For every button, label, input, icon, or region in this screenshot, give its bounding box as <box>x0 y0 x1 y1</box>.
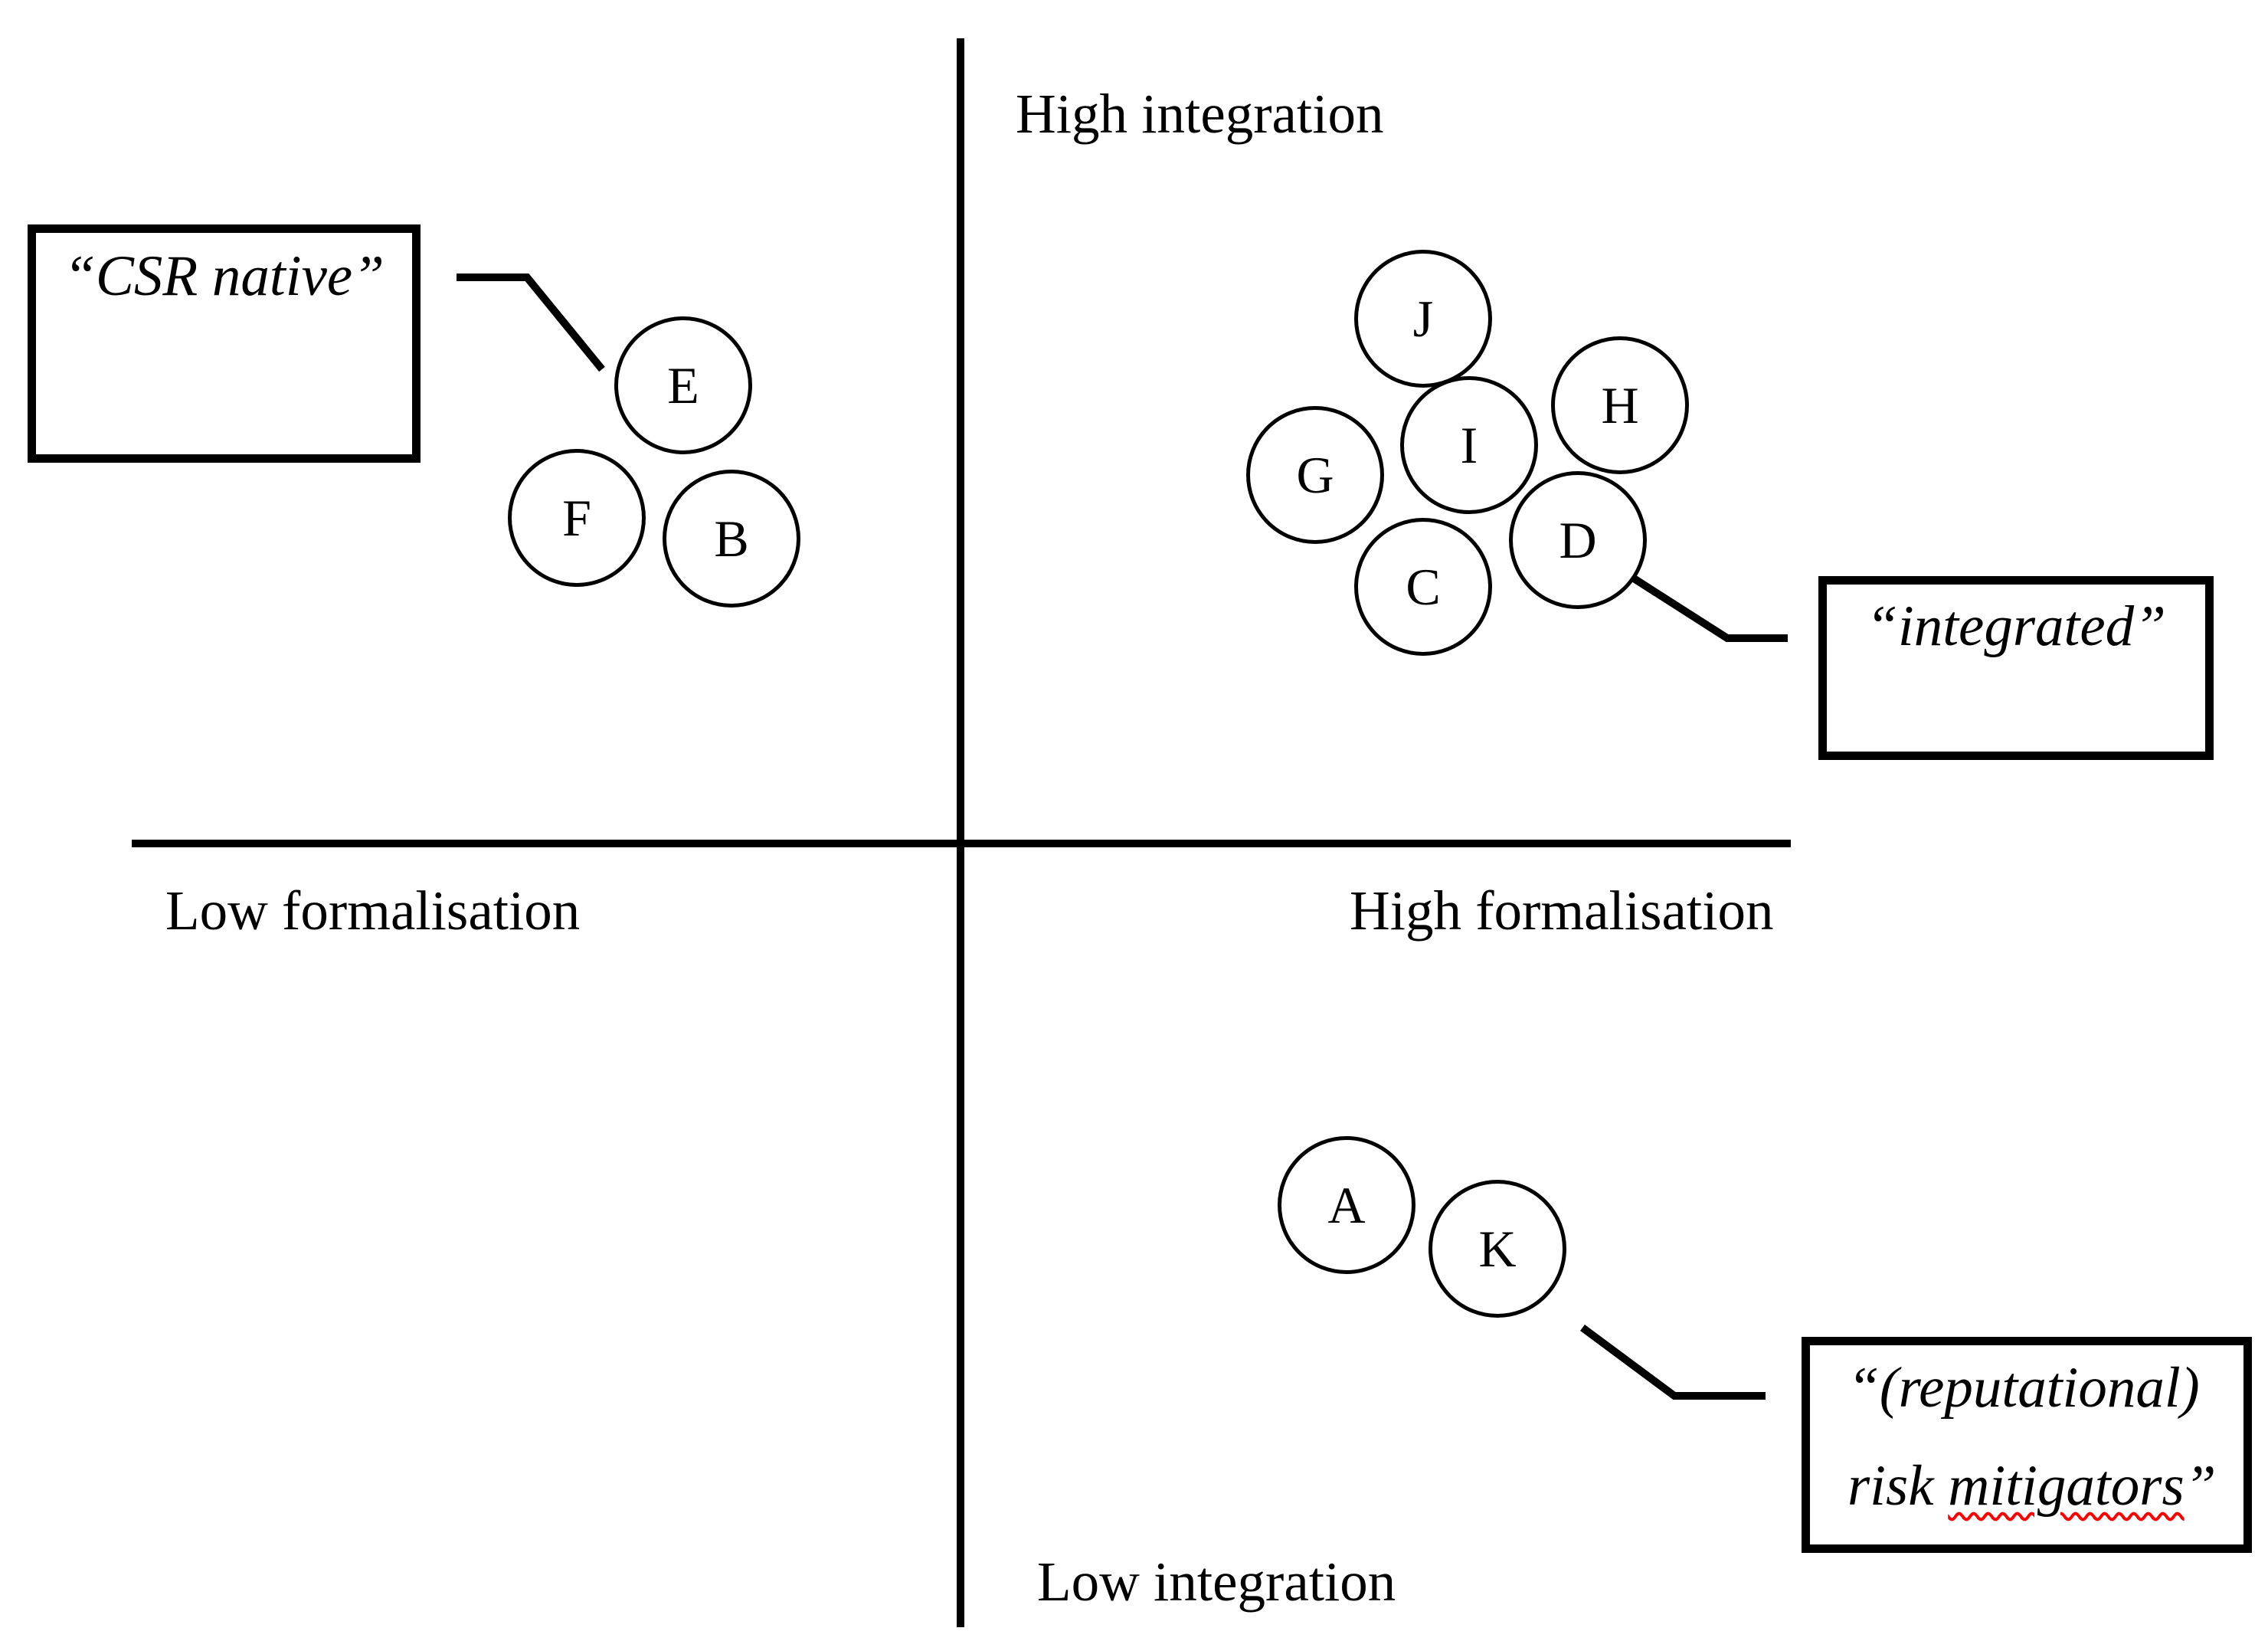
annotation-line2: risk mitigators” <box>1847 1454 2217 1518</box>
node-circle-g: G <box>1246 406 1384 544</box>
axis-label-high-integration: High integration <box>1016 83 1384 145</box>
callout-line-integrated <box>1631 575 1788 642</box>
node-circle-h: H <box>1551 336 1689 474</box>
annotation-label-csr-native: “CSR native” <box>64 244 385 308</box>
vertical-axis-line <box>957 38 964 1627</box>
node-circle-k: K <box>1429 1180 1566 1318</box>
horizontal-axis-line <box>132 840 1791 847</box>
annotation-label-risk-mitigators: “(reputational) risk mitigators” <box>1847 1339 2243 1535</box>
axis-label-low-formalisation: Low formalisation <box>165 879 581 942</box>
annotation-box-integrated: “integrated” <box>1818 576 2214 760</box>
spellcheck-underlined-word: mitigators <box>1948 1454 2185 1518</box>
node-circle-d: D <box>1509 471 1647 609</box>
annotation-box-csr-native: “CSR native” <box>28 224 421 463</box>
annotation-line1: “(reputational) <box>1847 1356 2200 1420</box>
node-circle-f: F <box>508 449 646 587</box>
annotation-box-risk-mitigators: “(reputational) risk mitigators” <box>1802 1337 2252 1553</box>
callout-line-csr-native <box>457 274 605 372</box>
node-circle-a: A <box>1278 1136 1415 1274</box>
axis-label-low-integration: Low integration <box>1037 1551 1396 1613</box>
node-circle-e: E <box>614 316 752 454</box>
node-circle-c: C <box>1354 518 1492 656</box>
axis-label-high-formalisation: High formalisation <box>1350 879 1774 942</box>
node-circle-i: I <box>1400 376 1538 514</box>
callout-line-risk-mitigators <box>1580 1324 1766 1400</box>
annotation-label-integrated: “integrated” <box>1866 594 2166 658</box>
node-circle-j: J <box>1354 250 1492 388</box>
node-circle-b: B <box>663 470 800 608</box>
